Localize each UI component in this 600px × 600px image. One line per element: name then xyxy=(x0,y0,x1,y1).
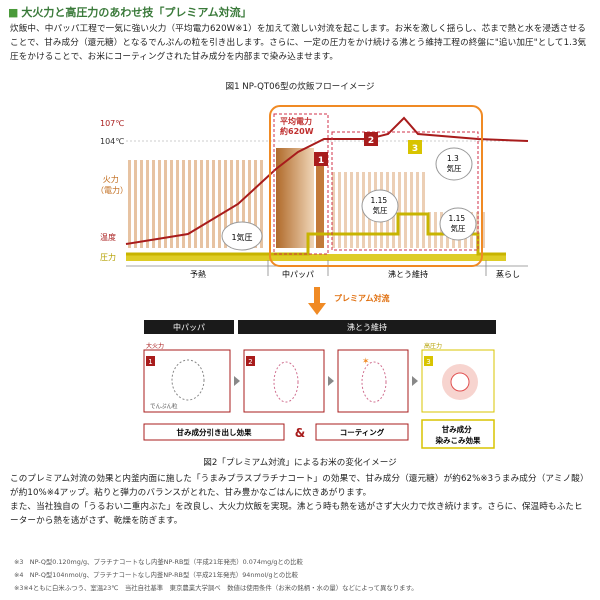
section-heading: ■大火力と高圧力のあわせ技「プレミアム対流」 xyxy=(8,4,252,20)
pressure-label: 高圧力 xyxy=(424,342,442,350)
temp-axis-label: 温度 xyxy=(100,232,116,242)
effect3-label: 甘み成分 染みこみ効果 xyxy=(435,424,481,445)
pressure-bubble-3 xyxy=(435,147,473,181)
rice-change-diagram: 中パッパ 沸とう維持 大火力 1 でんぷん粒 2 ✶ 高圧力 3 甘み成分引き出… xyxy=(143,320,496,449)
marker-3 xyxy=(408,140,422,154)
pressure-axis-label: 圧力 xyxy=(100,252,116,262)
heat-rays-icon: ✶ xyxy=(362,357,370,367)
footnote-4: ※4 NP-Q型104nmol/g、プラチナコートなし内釜NP-RB型（平成21… xyxy=(14,571,299,579)
effect3-line2: 染みこみ効果 xyxy=(435,435,481,445)
step-arrow-2 xyxy=(328,376,334,386)
step2-panel xyxy=(243,349,325,413)
rice-grain-1 xyxy=(171,359,205,401)
footnote-34: ※3※4ともに白米ふつう、室温23℃ 当社自社基準 東京農業大学調べ 数値は使用… xyxy=(14,584,418,592)
phase-b-header xyxy=(238,320,496,334)
pressure-bubble-2-text: 1.15 気圧 xyxy=(370,196,389,215)
figure2-caption: 図2「プレミアム対流」によるお米の変化イメージ xyxy=(203,458,397,468)
pressure-bubble-4 xyxy=(439,207,477,241)
body-paragraph-3: また、当社独自の「うるおい二重内ぶた」を改良し、大火力炊飯を実現。沸とう時も熱を… xyxy=(10,502,583,526)
power-axis-line1: 火力 xyxy=(103,174,119,184)
step2-number: 2 xyxy=(248,358,252,366)
bullet-icon: ■ xyxy=(8,6,19,19)
step1-number-box xyxy=(146,356,155,366)
premium-convection-highlight xyxy=(269,105,483,267)
avg-power-line2: 約620W xyxy=(280,126,314,136)
effect3-line1: 甘み成分 xyxy=(442,424,472,434)
footnotes: ※3 NP-Q型0.120mg/g、プラチナコートなし内釜NP-RB型（平成21… xyxy=(14,556,594,595)
phase-a-header xyxy=(144,320,234,334)
step3-number: 3 xyxy=(426,358,430,366)
marker-1-text: 1 xyxy=(318,156,324,166)
fire-label: 大火力 xyxy=(146,342,164,350)
avg-power-line1: 平均電力 xyxy=(280,116,312,126)
effect2-box xyxy=(315,423,409,441)
phase-a-header-text: 中パッパ xyxy=(173,322,205,332)
pressure-bubble-3-line2: 気圧 xyxy=(447,163,462,173)
section-heading-text: 大火力と高圧力のあわせ技「プレミアム対流」 xyxy=(21,6,252,19)
step-arrow-1 xyxy=(234,376,240,386)
pressure-bubble-4-line2: 気圧 xyxy=(451,223,466,233)
figure1-caption: 図1 NP-QT06型の炊飯フローイメージ xyxy=(225,82,375,92)
amp-label: & xyxy=(295,426,305,440)
marker-2-text: 2 xyxy=(368,136,374,146)
step3-number-box xyxy=(424,356,433,366)
phase-chu-pappa: 中パッパ xyxy=(282,269,314,279)
starch-label: でんぷん粒 xyxy=(150,402,178,410)
chu-pappa-power-bar-2 xyxy=(316,160,324,248)
step1-number: 1 xyxy=(148,358,152,366)
step2-number-box xyxy=(246,356,255,366)
power-axis-line2: （電力） xyxy=(96,185,128,195)
effect3-box xyxy=(421,419,495,449)
phase-boil-maintain: 沸とう維持 xyxy=(388,269,428,279)
pressure-bubble-2-line2: 気圧 xyxy=(373,205,388,215)
rice-grain-3 xyxy=(361,361,387,403)
temp-107-label: 107℃ xyxy=(100,119,124,128)
temperature-line xyxy=(125,116,529,245)
marker-2 xyxy=(364,132,378,146)
phase2-dashed-box xyxy=(331,131,479,251)
avg-power-label: 平均電力 約620W xyxy=(280,116,315,136)
premium-arrow-label: プレミアム対流 xyxy=(334,293,389,303)
phase1-dashed-box xyxy=(273,113,329,255)
pressure-bubble-3-text: 1.3 気圧 xyxy=(447,154,462,173)
marker-3-text: 3 xyxy=(412,144,418,154)
effect2-label: コーティング xyxy=(340,427,385,437)
effect1-label: 甘み成分引き出し効果 xyxy=(177,427,252,437)
intro-paragraph: 炊飯中、中パッパ工程で一気に強い火力（平均電力620W※1）を加えて激しい対流を… xyxy=(10,24,587,62)
pressure-bubble-3-line1: 1.3 xyxy=(447,154,459,163)
pressure-bubble-2-line1: 1.15 xyxy=(370,196,387,205)
step1-panel xyxy=(143,349,231,413)
phase-preheat: 予熱 xyxy=(190,269,206,279)
phase-steam: 蒸らし xyxy=(496,269,520,279)
pressure-bubble-4-text: 1.15 気圧 xyxy=(448,214,467,233)
pressure-bubble-4-line1: 1.15 xyxy=(448,214,465,223)
effect1-box xyxy=(143,423,285,441)
marker-1 xyxy=(314,152,328,166)
rice-grain-2 xyxy=(273,361,299,403)
pressure-bubble-1 xyxy=(221,221,263,251)
premium-arrow: プレミアム対流 xyxy=(308,287,389,315)
rice-grain-4-core xyxy=(450,372,470,392)
pressure-bubble-1-text: 1気圧 xyxy=(231,232,252,242)
temp-104-label: 104℃ xyxy=(100,137,124,146)
pressure-band xyxy=(126,254,506,261)
body-paragraph-2: このプレミアム対流の効果と内釜内面に施した「うまみプラスプラチナコート」の効果で… xyxy=(10,474,589,498)
power-axis-label: 火力 （電力） xyxy=(96,174,128,195)
step3-panel xyxy=(337,349,409,413)
cooking-flow-diagram: 107℃ 104℃ 火力 （電力） 温度 圧力 予熱 中パッパ 沸とう維持 蒸ら… xyxy=(96,105,529,279)
pressure-bubble-2 xyxy=(361,189,399,223)
arrow-head xyxy=(308,303,326,315)
arrow-shaft xyxy=(314,287,320,303)
phase-b-header-text: 沸とう維持 xyxy=(347,322,387,332)
footnote-3: ※3 NP-Q型0.120mg/g、プラチナコートなし内釜NP-RB型（平成21… xyxy=(14,558,303,566)
step-arrow-3 xyxy=(412,376,418,386)
